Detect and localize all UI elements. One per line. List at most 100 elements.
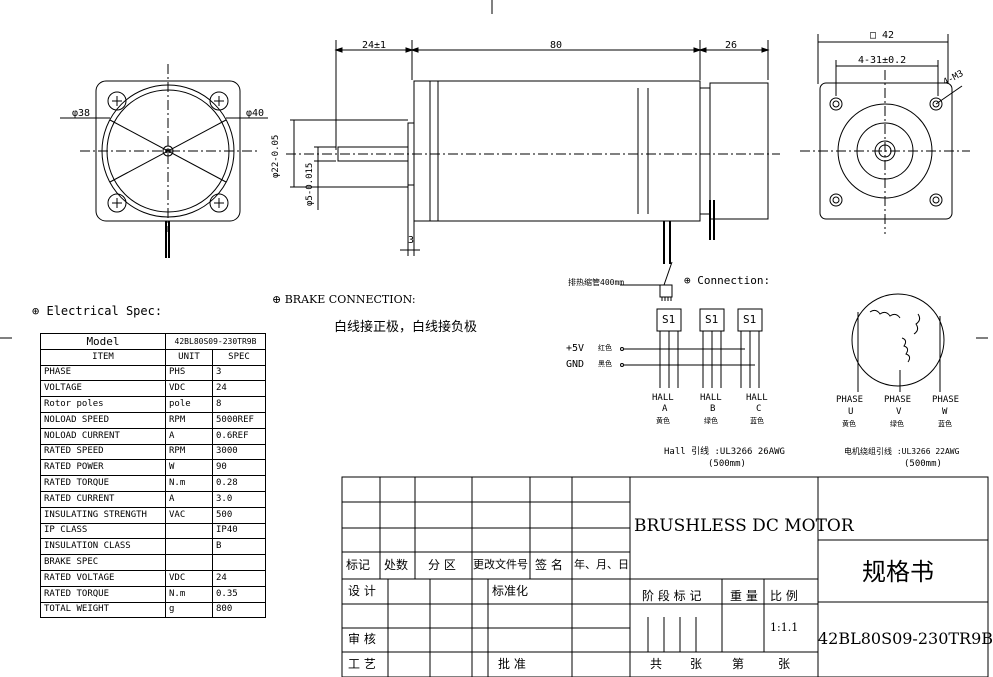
- spec-cell-unit: RPM: [165, 443, 213, 461]
- label-total: 共: [650, 657, 663, 671]
- label-page: 第: [732, 657, 745, 671]
- dim-diameter-40: φ40: [246, 108, 265, 119]
- spec-cell-spec: 3.0: [212, 490, 266, 508]
- label-design: 设 计: [348, 584, 376, 598]
- spec-cell-unit: [165, 538, 213, 556]
- phase-w-color: 蓝色: [938, 420, 952, 428]
- spec-cell-spec: IP40: [212, 522, 266, 540]
- globe-icon: ⊕: [272, 293, 282, 306]
- spec-row: BRAKE SPEC: [40, 554, 266, 571]
- spec-cell-item: IP CLASS: [40, 522, 166, 540]
- globe-icon: ⊕: [32, 304, 40, 318]
- phase-w-letter: W: [942, 407, 948, 417]
- hall-a-color: 黄色: [656, 417, 670, 425]
- hall-c-color: 蓝色: [750, 417, 764, 425]
- phase-v-letter: V: [896, 407, 902, 417]
- globe-icon: ⊕: [684, 274, 691, 287]
- phase-wire-length: (500mm): [904, 459, 942, 469]
- brake-note: 白线接正极，白线接负极: [334, 320, 478, 335]
- label-standard: 标准化: [492, 584, 529, 598]
- sensor-label: S1: [705, 313, 719, 326]
- part-number: 42BL80S09-230TR9B: [818, 629, 993, 648]
- thread-hole: [829, 97, 843, 111]
- front-view-left: [60, 64, 268, 258]
- spec-cell-spec: 500: [212, 506, 266, 524]
- spec-cell-spec: 8: [212, 396, 266, 413]
- dim-shaft-length: 24±1: [362, 40, 387, 51]
- label-zone: 分 区: [428, 558, 456, 572]
- spec-cell-item: RATED CURRENT: [40, 490, 166, 508]
- spec-cell-unit: A: [165, 427, 213, 445]
- dim-bolt-pitch: 4-31±0.2: [858, 55, 907, 66]
- dim-square-42: □ 42: [870, 30, 895, 41]
- mount-hole: [107, 91, 127, 111]
- front-view-right: [800, 34, 970, 234]
- brake-heading: ⊕ BRAKE CONNECTION:: [272, 294, 416, 305]
- dim-brake-length: 26: [725, 40, 738, 51]
- electrical-spec-title: Electrical Spec:: [46, 304, 163, 318]
- spec-cell-item: RATED TORQUE: [40, 475, 166, 492]
- hall-b-color: 绿色: [704, 417, 718, 425]
- spec-cell-spec: [212, 554, 266, 571]
- phase-u-label: PHASE: [836, 395, 864, 405]
- label-process: 工 艺: [348, 657, 376, 671]
- spec-header-row: ITEM UNIT SPEC: [40, 348, 266, 366]
- label-sheets: 张: [690, 657, 703, 671]
- spec-cell-unit: g: [165, 601, 213, 619]
- scale-value: 1:1.1: [770, 621, 799, 634]
- hall-b-label: HALL: [700, 393, 722, 403]
- hall-a-label: HALL: [652, 393, 674, 403]
- spec-cell-spec: 24: [212, 380, 266, 398]
- spec-cell-unit: A: [165, 490, 213, 508]
- spec-cell-unit: VDC: [165, 380, 213, 398]
- spec-cell-item: RATED TORQUE: [40, 585, 166, 603]
- gnd-label: GND: [566, 359, 585, 370]
- spec-cell-unit: RPM: [165, 411, 213, 429]
- phase-w-label: PHASE: [932, 395, 960, 405]
- dim-body-length: 80: [550, 40, 563, 51]
- spec-cell-unit: PHS: [165, 364, 213, 382]
- drawing-title: BRUSHLESS DC MOTOR: [634, 516, 854, 536]
- spec-cell-unit: VDC: [165, 569, 213, 587]
- mount-hole: [107, 193, 127, 213]
- hall-b-letter: B: [710, 404, 716, 414]
- phase-winding: [851, 293, 945, 392]
- label-stage-mark: 阶 段 标 记: [642, 589, 702, 603]
- spec-cell-item: NOLOAD SPEED: [40, 411, 166, 429]
- spec-cell-item: BRAKE SPEC: [40, 554, 166, 571]
- spec-cell-item: INSULATING STRENGTH: [40, 506, 166, 524]
- column-header-unit: UNIT: [165, 348, 213, 366]
- thread-hole: [929, 97, 943, 111]
- spec-cell-item: Rotor poles: [40, 396, 166, 413]
- spec-cell-spec: 0.28: [212, 475, 266, 492]
- label-count: 处数: [384, 558, 409, 572]
- label-review: 审 核: [348, 632, 376, 646]
- spec-cell-item: TOTAL WEIGHT: [40, 601, 166, 619]
- spec-cell-unit: pole: [165, 396, 213, 413]
- spec-cell-spec: B: [212, 538, 266, 556]
- spec-cell-item: RATED VOLTAGE: [40, 569, 166, 587]
- phase-u-color: 黄色: [842, 420, 856, 428]
- phase-v-color: 绿色: [890, 420, 904, 428]
- hall-wire-spec: Hall 引线 :UL3266 26AWG: [664, 447, 785, 457]
- spec-cell-spec: 5000REF: [212, 411, 266, 429]
- phase-u-letter: U: [848, 407, 854, 417]
- spec-cell-unit: VAC: [165, 506, 213, 524]
- gnd-color: 黑色: [598, 360, 612, 368]
- spec-cell-item: NOLOAD CURRENT: [40, 427, 166, 445]
- model-label: Model: [40, 333, 166, 350]
- label-sheet: 张: [778, 657, 791, 671]
- phase-wire-spec: 电机绕组引线 :UL3266 22AWG: [844, 447, 960, 456]
- spec-cell-item: VOLTAGE: [40, 380, 166, 398]
- spec-cell-spec: 3000: [212, 443, 266, 461]
- spec-cell-unit: N.m: [165, 585, 213, 603]
